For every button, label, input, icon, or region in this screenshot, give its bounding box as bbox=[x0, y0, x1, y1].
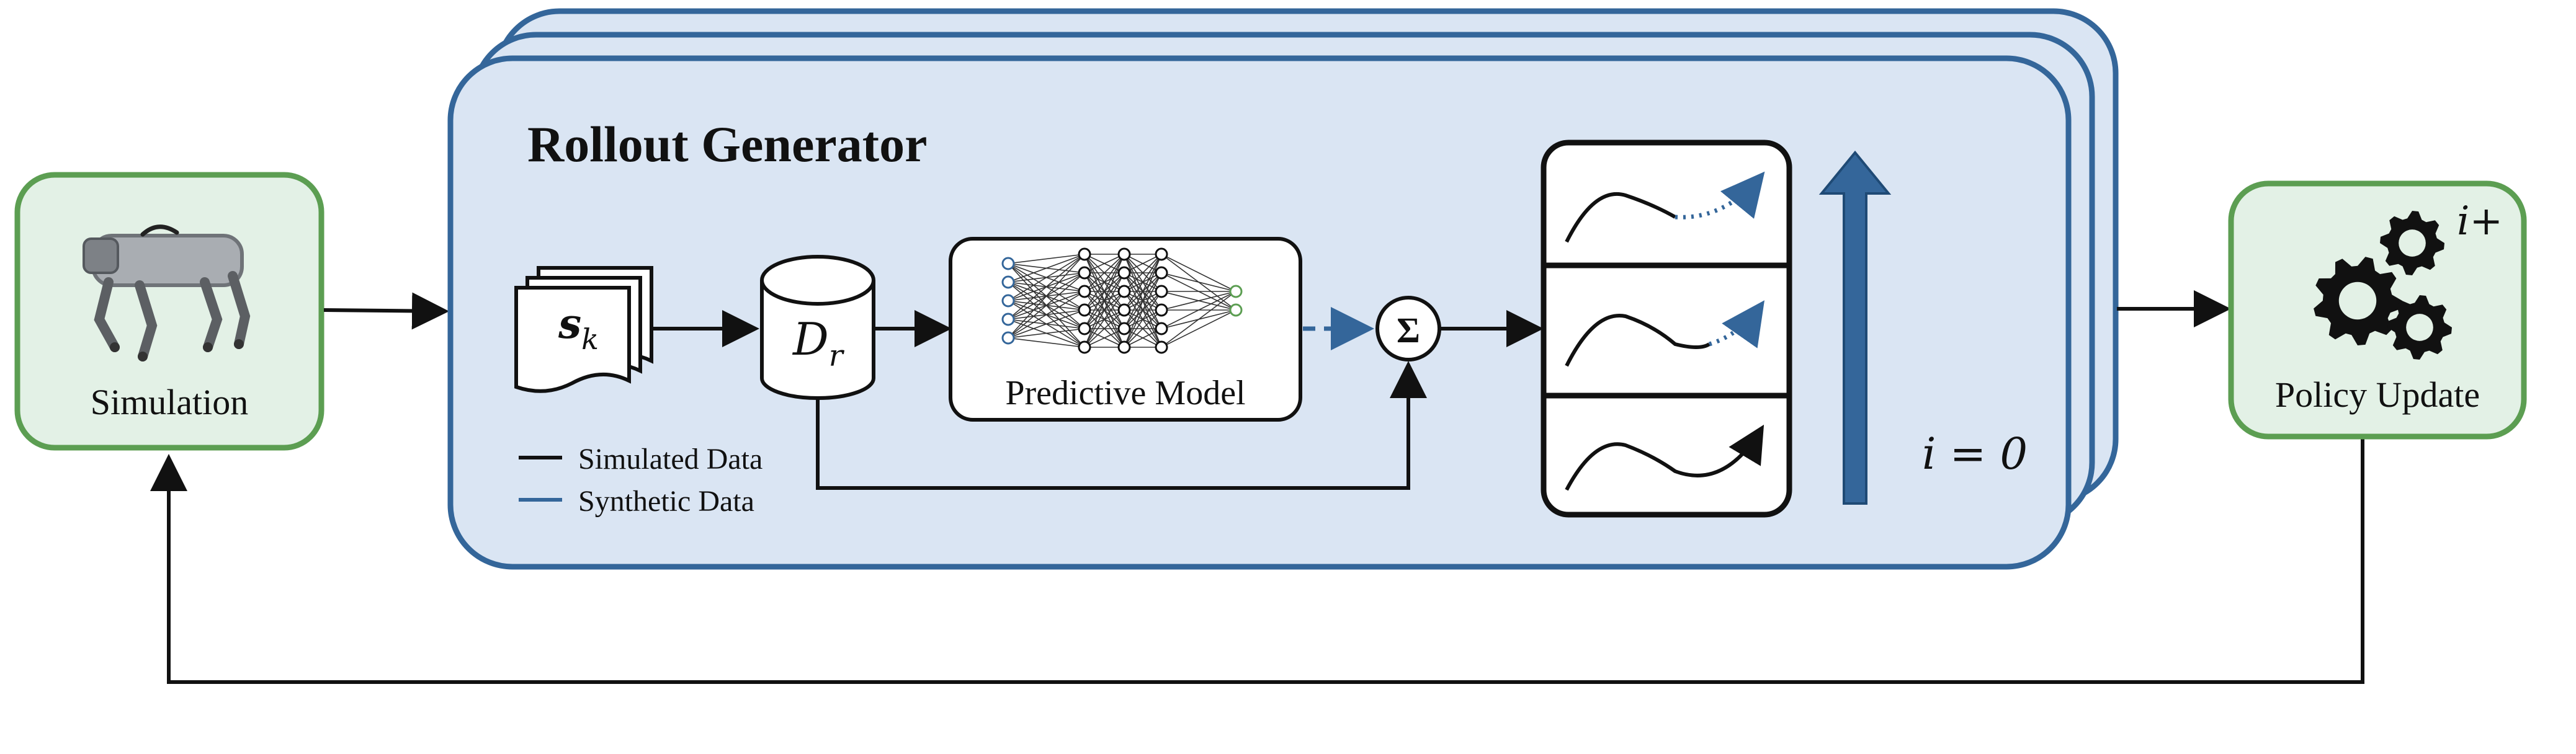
nn-edge bbox=[1124, 291, 1162, 348]
state-symbol: sk bbox=[558, 299, 599, 356]
state-documents-icon bbox=[514, 266, 653, 393]
nn-edge bbox=[1124, 254, 1162, 292]
nn-edge bbox=[1008, 254, 1085, 301]
nn-edge bbox=[1161, 291, 1237, 348]
nn-edge bbox=[1008, 328, 1085, 339]
feedback-loop-arrow bbox=[150, 439, 2364, 684]
nn-edge bbox=[1008, 291, 1085, 339]
nn-edge bbox=[1161, 309, 1237, 348]
nn-edge bbox=[1124, 254, 1162, 329]
nn-neuron bbox=[1001, 331, 1015, 345]
nn-neuron bbox=[1001, 313, 1015, 326]
nn-neuron bbox=[1155, 247, 1168, 261]
nn-neuron bbox=[1078, 266, 1091, 280]
nn-edge bbox=[1084, 291, 1125, 348]
policy-iteration-label: i+ bbox=[2457, 198, 2503, 244]
nn-edge bbox=[1008, 272, 1085, 339]
nn-neuron bbox=[1001, 275, 1015, 289]
simulation-node: Simulation bbox=[14, 172, 324, 451]
quadruped-robot-icon bbox=[83, 224, 251, 361]
neural-network-icon bbox=[1001, 247, 1243, 354]
sim-to-generator-arrow bbox=[323, 292, 449, 330]
nn-edge bbox=[1161, 291, 1237, 329]
nn-neuron bbox=[1155, 303, 1168, 317]
simulation-label: Simulation bbox=[91, 382, 249, 422]
stacking-direction-arrow bbox=[1818, 150, 1892, 505]
large-gear-icon bbox=[2314, 257, 2402, 345]
nn-neuron bbox=[1078, 303, 1091, 317]
trajectory-curve bbox=[1565, 314, 1711, 367]
nn-neuron bbox=[1001, 257, 1015, 270]
nn-neuron bbox=[1229, 285, 1243, 298]
nn-neuron bbox=[1155, 322, 1168, 335]
dataset-to-sum-skip-arrow bbox=[816, 361, 1427, 490]
dataset-symbol: Dr bbox=[792, 313, 845, 373]
predictive-model-label: Predictive Model bbox=[1005, 374, 1245, 412]
nn-edge bbox=[1124, 254, 1162, 273]
nn-edge bbox=[1008, 309, 1085, 339]
nn-edge bbox=[1124, 254, 1162, 311]
nn-edge bbox=[1084, 254, 1125, 292]
nn-edge bbox=[1084, 328, 1125, 348]
policy-update-node: Policy Update i+ bbox=[2228, 180, 2527, 440]
nn-edge bbox=[1084, 254, 1125, 329]
trajectory-curve bbox=[1565, 424, 1764, 491]
synthetic-extension bbox=[1708, 300, 1765, 348]
nn-neuron bbox=[1155, 266, 1168, 280]
nn-edge bbox=[1008, 254, 1085, 283]
nn-neuron bbox=[1117, 266, 1131, 280]
nn-edge bbox=[1084, 254, 1125, 273]
sum-symbol: Σ bbox=[1397, 310, 1420, 350]
nn-neuron bbox=[1078, 322, 1091, 335]
nn-edge bbox=[1084, 272, 1125, 348]
policy-update-label: Policy Update bbox=[2275, 375, 2480, 415]
nn-neuron bbox=[1117, 340, 1131, 354]
nn-neuron bbox=[1117, 303, 1131, 317]
nn-edge bbox=[1008, 254, 1085, 320]
nn-neuron bbox=[1155, 285, 1168, 298]
nn-edge bbox=[1008, 337, 1085, 348]
nn-edge bbox=[1124, 309, 1162, 348]
nn-neuron bbox=[1117, 285, 1131, 298]
nn-edge bbox=[1161, 254, 1237, 292]
nn-neuron bbox=[1117, 247, 1131, 261]
nn-edge bbox=[1084, 254, 1125, 348]
trajectory-stack bbox=[1541, 140, 1792, 518]
nn-neuron bbox=[1155, 340, 1168, 354]
legend-label-simulated: Simulated Data bbox=[578, 443, 763, 476]
gears-icon bbox=[2314, 211, 2452, 360]
sum-node bbox=[1375, 296, 1441, 361]
nn-neuron bbox=[1117, 322, 1131, 335]
nn-neuron bbox=[1001, 294, 1015, 308]
rollout-generator-title: Rollout Generator bbox=[527, 116, 927, 172]
nn-edge bbox=[1161, 272, 1237, 292]
legend-label-synthetic: Synthetic Data bbox=[578, 485, 754, 518]
nn-edge bbox=[1084, 309, 1125, 348]
top-gear-icon bbox=[2380, 211, 2444, 275]
nn-neuron bbox=[1078, 285, 1091, 298]
nn-edge bbox=[1084, 254, 1125, 311]
nn-edge bbox=[1008, 254, 1085, 264]
dataset-cylinder-icon bbox=[760, 255, 875, 400]
nn-edge bbox=[1124, 254, 1162, 348]
nn-neuron bbox=[1078, 247, 1091, 261]
nn-neuron bbox=[1229, 303, 1243, 317]
nn-edge bbox=[1124, 272, 1162, 348]
nn-edge bbox=[1008, 254, 1085, 339]
nn-edge bbox=[1124, 328, 1162, 348]
nn-edge bbox=[1161, 291, 1237, 311]
trajectory-curve bbox=[1565, 192, 1676, 243]
nn-neuron bbox=[1078, 340, 1091, 354]
legend: Simulated Data Synthetic Data bbox=[519, 443, 763, 518]
small-gear-icon bbox=[2387, 295, 2452, 360]
iteration-label: i = 0 bbox=[1922, 428, 2028, 479]
